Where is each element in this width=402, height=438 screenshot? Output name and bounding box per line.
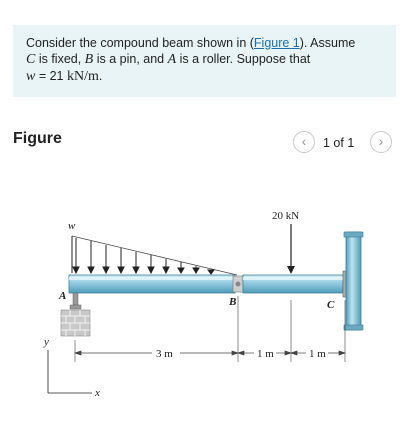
point-load-arrow [287, 224, 295, 274]
chevron-right-icon: › [378, 133, 384, 149]
dimension-extension-lines [74, 296, 346, 362]
pin-b [232, 275, 244, 293]
problem-text-7: . [98, 69, 103, 83]
var-a: A [167, 52, 177, 67]
problem-text-2: ). Assume [299, 36, 356, 50]
problem-text-6: = 21 [35, 69, 67, 83]
problem-text-5: is a roller. Suppose that [176, 52, 311, 66]
next-figure-button[interactable]: › [370, 131, 392, 153]
fixed-support-c [342, 231, 364, 331]
label-c: C [327, 299, 335, 311]
var-c: C [26, 52, 36, 67]
dimension-1m-right: 1 m [309, 348, 326, 360]
force-label: 20 kN [272, 210, 299, 222]
figure-link[interactable]: Figure 1 [253, 36, 300, 50]
problem-text-4: is a pin, and [93, 52, 168, 66]
problem-statement: Consider the compound beam shown in (Fig… [13, 25, 396, 97]
axis-x-label: x [94, 387, 100, 399]
chevron-left-icon: ‹ [301, 133, 307, 149]
roller-support-a [60, 292, 91, 337]
var-b: B [84, 52, 94, 67]
w-label: w [68, 220, 76, 232]
problem-text-3: is fixed, [35, 52, 85, 66]
var-w: w [26, 69, 36, 84]
w-unit: kN/m [66, 69, 99, 84]
label-b: B [228, 296, 236, 308]
previous-figure-button[interactable]: ‹ [293, 131, 315, 153]
beam-ab [68, 274, 236, 294]
dimension-3m: 3 m [156, 348, 173, 360]
dimension-lines [73, 350, 347, 356]
coordinate-axes [47, 350, 92, 394]
axis-y-label: y [43, 336, 49, 348]
beam-bc [242, 274, 344, 294]
label-a: A [58, 290, 66, 302]
distributed-load [71, 235, 238, 276]
problem-text-1: Consider the compound beam shown in ( [26, 36, 254, 50]
figure-page-count: 1 of 1 [323, 136, 355, 150]
dimension-1m-left: 1 m [257, 348, 274, 360]
figure-title: Figure [13, 130, 62, 147]
